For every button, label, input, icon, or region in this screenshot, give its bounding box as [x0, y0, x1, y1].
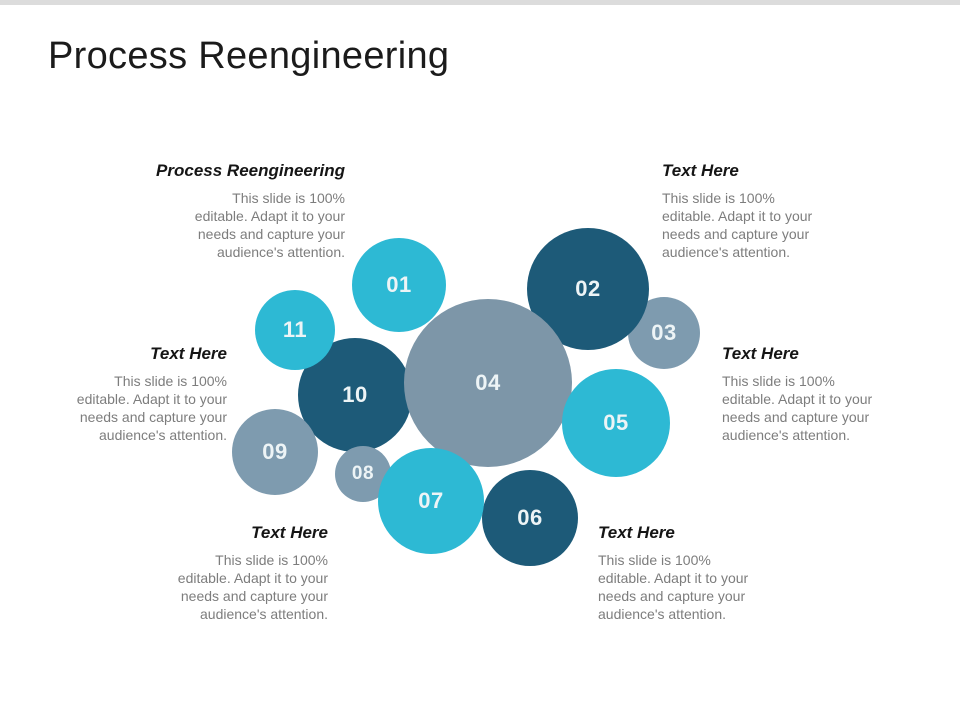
- text-block-heading: Text Here: [251, 523, 328, 542]
- text-block-body-line: audience's attention.: [200, 606, 328, 622]
- bubble-label: 03: [651, 320, 677, 345]
- text-block-heading: Text Here: [598, 523, 675, 542]
- slide-title: Process Reengineering: [48, 35, 450, 78]
- text-block-body-line: audience's attention.: [598, 606, 726, 622]
- text-block-body-line: needs and capture your: [197, 226, 345, 242]
- text-block-body-line: audience's attention.: [722, 427, 850, 443]
- bubble-label: 11: [282, 317, 308, 342]
- bubble-label: 07: [418, 488, 444, 513]
- text-block-body-line: editable. Adapt it to your: [194, 208, 345, 224]
- text-block-bottom-left: Text Here This slide is 100% editable. A…: [138, 523, 328, 623]
- bubble-01: 01: [352, 238, 446, 332]
- bubble-label: 02: [575, 276, 601, 301]
- bubble-09: 09: [232, 409, 318, 495]
- text-block-body-line: needs and capture your: [598, 588, 746, 604]
- text-block-body-line: needs and capture your: [180, 588, 328, 604]
- text-block-body-line: audience's attention.: [662, 244, 790, 260]
- bubble-label: 05: [603, 410, 629, 435]
- text-block-body-line: editable. Adapt it to your: [76, 391, 227, 407]
- bubble-07: 07: [378, 448, 484, 554]
- text-block-body-line: editable. Adapt it to your: [598, 570, 749, 586]
- text-block-heading: Text Here: [722, 344, 799, 363]
- text-block-body-line: This slide is 100%: [215, 552, 328, 568]
- text-block-body-line: This slide is 100%: [232, 190, 345, 206]
- text-block-body-line: needs and capture your: [722, 409, 870, 425]
- bubble-06: 06: [482, 470, 578, 566]
- bubble-label: 08: [351, 463, 375, 484]
- text-block-heading: Text Here: [662, 161, 739, 180]
- text-block-body-line: audience's attention.: [217, 244, 345, 260]
- text-block-top-right: Text Here This slide is 100% editable. A…: [662, 161, 872, 261]
- text-block-body-line: needs and capture your: [79, 409, 227, 425]
- text-block-top-left: Process Reengineering This slide is 100%…: [95, 161, 345, 261]
- text-block-heading: Process Reengineering: [156, 161, 345, 180]
- text-block-body-line: needs and capture your: [662, 226, 810, 242]
- bubble-label: 09: [262, 439, 288, 464]
- text-block-body-line: This slide is 100%: [722, 373, 835, 389]
- text-block-body-line: This slide is 100%: [598, 552, 711, 568]
- text-block-body-line: audience's attention.: [99, 427, 227, 443]
- text-block-body-line: This slide is 100%: [662, 190, 775, 206]
- text-block-middle-right: Text Here This slide is 100% editable. A…: [722, 344, 912, 444]
- bubble-11: 11: [255, 290, 335, 370]
- text-block-body-line: editable. Adapt it to your: [722, 391, 873, 407]
- text-block-bottom-right: Text Here This slide is 100% editable. A…: [598, 523, 788, 623]
- bubble-label: 06: [517, 505, 543, 530]
- bubble-label: 04: [475, 370, 501, 395]
- text-block-heading: Text Here: [150, 344, 227, 363]
- text-block-middle-left: Text Here This slide is 100% editable. A…: [37, 344, 227, 444]
- bubble-label: 10: [342, 382, 368, 407]
- slide-top-strip: [0, 0, 960, 5]
- text-block-body-line: editable. Adapt it to your: [662, 208, 813, 224]
- text-block-body-line: editable. Adapt it to your: [177, 570, 328, 586]
- bubble-04: 04: [404, 299, 572, 467]
- bubble-03: 03: [628, 297, 700, 369]
- text-block-body-line: This slide is 100%: [114, 373, 227, 389]
- bubble-05: 05: [562, 369, 670, 477]
- bubble-label: 01: [386, 272, 412, 297]
